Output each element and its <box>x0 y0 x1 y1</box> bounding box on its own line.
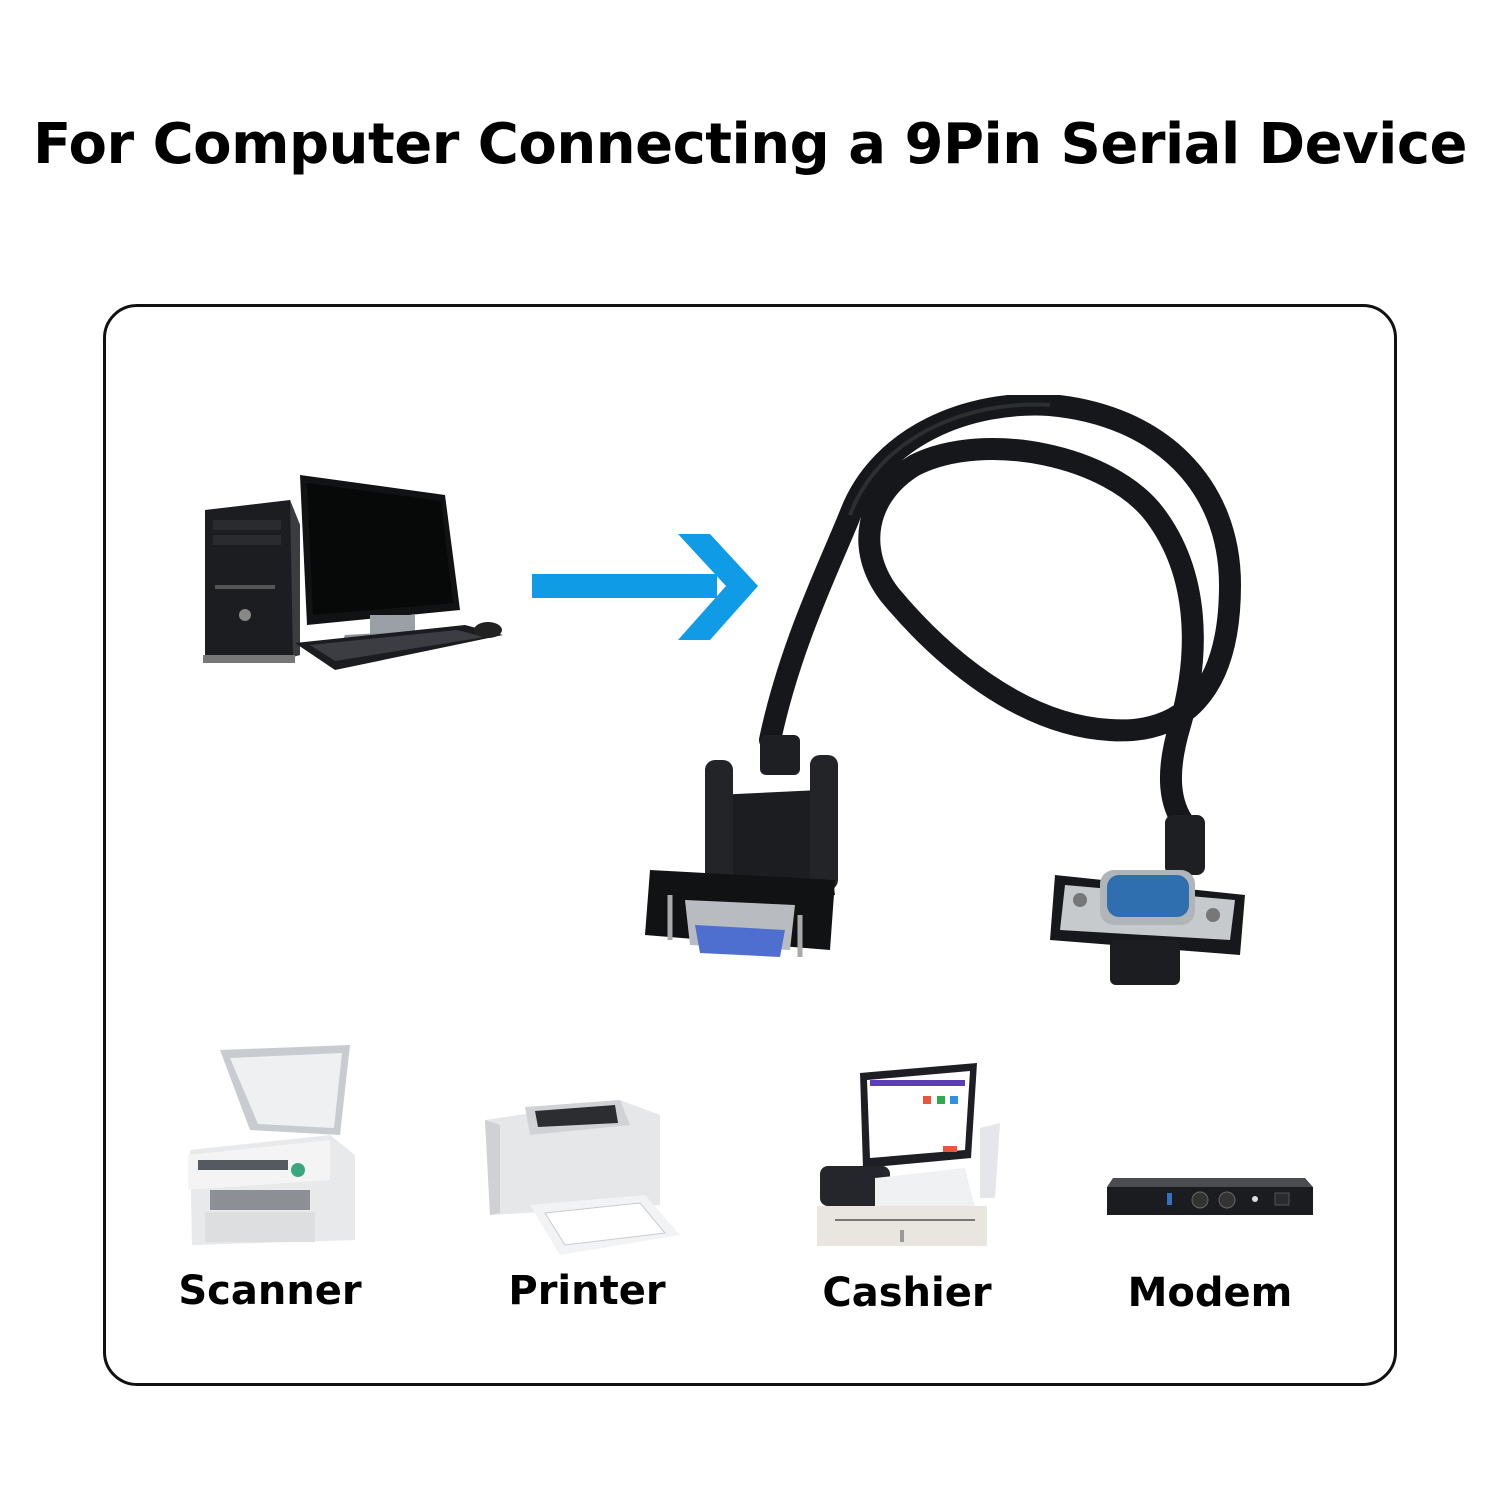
device-label-printer: Printer <box>508 1268 666 1314</box>
device-label-scanner: Scanner <box>178 1268 362 1314</box>
arrow-right-icon <box>532 534 758 640</box>
diagram-frame <box>103 304 1397 1386</box>
page-title: For Computer Connecting a 9Pin Serial De… <box>33 112 1468 177</box>
scanner-icon <box>188 1045 355 1245</box>
pos-cashier-icon <box>817 1063 1000 1246</box>
printer-icon <box>485 1100 680 1255</box>
device-label-modem: Modem <box>1127 1270 1293 1316</box>
modem-icon <box>1107 1178 1313 1215</box>
device-label-cashier: Cashier <box>822 1270 992 1316</box>
db9-serial-cable-icon <box>645 395 1245 985</box>
desktop-computer-icon <box>203 475 503 670</box>
db9-female-connector <box>645 735 838 957</box>
db9-male-connector <box>1050 815 1245 985</box>
